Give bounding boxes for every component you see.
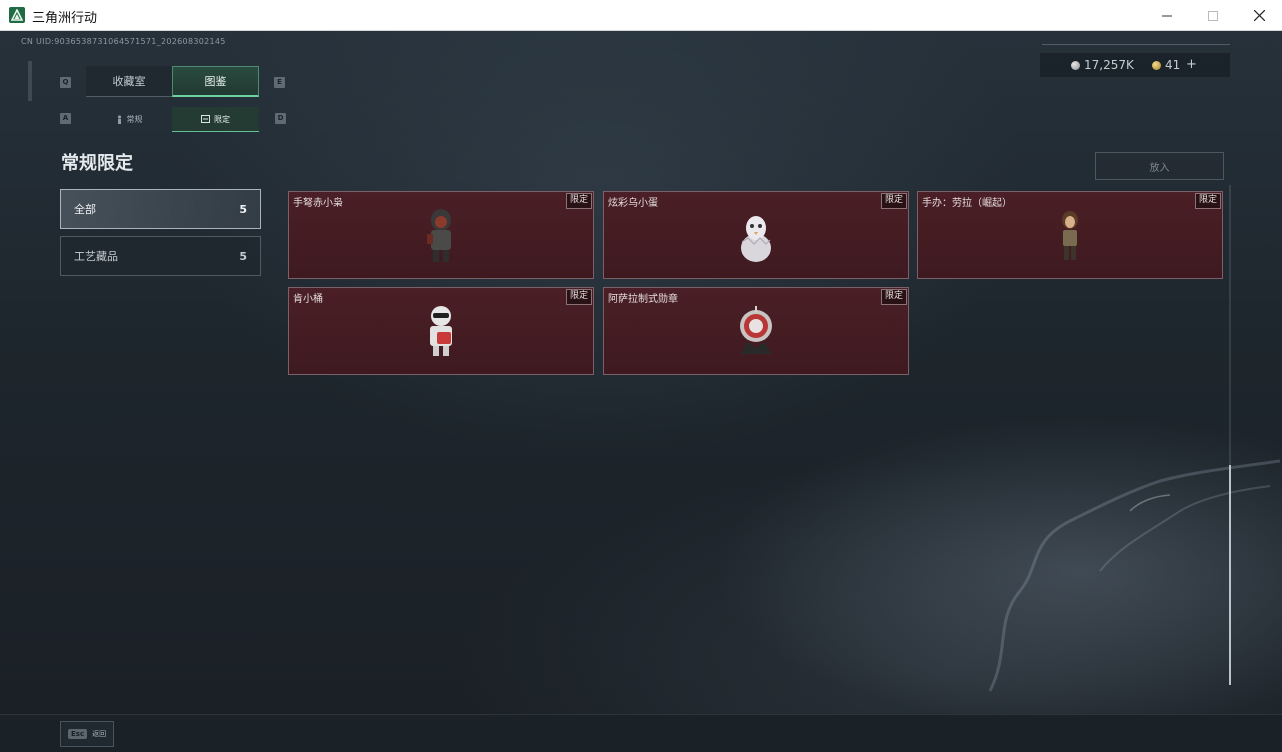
- collectible-card[interactable]: 手办：劳拉（崛起） 限定: [917, 191, 1223, 279]
- collectible-card[interactable]: 肯小桶 限定: [288, 287, 594, 375]
- back-label: 返回: [92, 730, 107, 738]
- back-button[interactable]: Esc 返回: [60, 721, 114, 747]
- card-name: 肯小桶: [293, 294, 323, 305]
- decor-edge: [28, 61, 32, 101]
- limited-badge: 限定: [880, 289, 907, 305]
- medal-icon: [740, 306, 772, 354]
- currency-bar: [1040, 53, 1230, 77]
- sidebar-item-count: 5: [239, 202, 247, 216]
- top-divider: [1042, 44, 1230, 45]
- limited-badge: 限定: [1194, 193, 1221, 209]
- game-viewport: CN UID:9036538731064571571_202608302145 …: [0, 31, 1282, 714]
- app-logo-icon: [9, 7, 25, 23]
- sidebar-item-label: 全部: [74, 203, 96, 216]
- limited-badge: 限定: [880, 193, 907, 209]
- subtab-limited[interactable]: 限定: [172, 107, 259, 132]
- card-name: 阿萨拉制式勋章: [608, 294, 678, 305]
- sidebar-item-label: 工艺藏品: [74, 250, 118, 263]
- subtab-limited-label: 限定: [214, 114, 230, 124]
- tab-gallery[interactable]: 图鉴: [172, 66, 259, 97]
- key-hint-d: D: [275, 113, 286, 124]
- close-button[interactable]: [1236, 0, 1282, 31]
- esc-key-hint: Esc: [68, 729, 88, 739]
- maximize-button[interactable]: [1190, 0, 1236, 31]
- sidebar-item-count: 5: [239, 249, 247, 263]
- silver-coin-icon: [1071, 61, 1080, 70]
- egg-bird-icon: [741, 216, 771, 262]
- user-uid: CN UID:9036538731064571571_202608302145: [21, 37, 226, 46]
- image-frame-icon: [201, 115, 210, 123]
- subtab-normal[interactable]: 常规: [86, 107, 172, 131]
- limited-badge: 限定: [565, 289, 592, 305]
- sidebar-item-all[interactable]: 全部 5: [60, 189, 261, 229]
- key-hint-q: Q: [60, 77, 71, 88]
- hooded-figure-icon: [427, 209, 451, 262]
- add-currency-button[interactable]: +: [1186, 57, 1197, 72]
- figure-icon: [117, 114, 121, 124]
- minimize-button[interactable]: [1144, 0, 1190, 31]
- background-mountain-ridge: [988, 459, 1280, 692]
- bucket-figure-icon: [430, 306, 452, 356]
- tab-gallery-label: 图鉴: [204, 75, 227, 88]
- collectible-card[interactable]: 阿萨拉制式勋章 限定: [603, 287, 909, 375]
- window-titlebar: 三角洲行动: [0, 0, 1282, 31]
- card-name: 手弩赤小枭: [293, 198, 343, 209]
- figurine-lara-icon: [1062, 211, 1078, 260]
- close-icon: [1253, 10, 1265, 21]
- scrollbar-track[interactable]: [1229, 185, 1231, 685]
- tab-collection-label: 收藏室: [112, 75, 146, 88]
- page-title: 常规限定: [61, 153, 133, 174]
- sidebar-item-craft-collectibles[interactable]: 工艺藏品 5: [60, 236, 261, 276]
- window-title: 三角洲行动: [32, 11, 98, 26]
- maximize-icon: [1208, 10, 1218, 21]
- scrollbar-thumb[interactable]: [1229, 465, 1231, 685]
- subtab-normal-label: 常规: [126, 114, 143, 124]
- card-name: 手办：劳拉（崛起）: [922, 198, 1012, 209]
- key-hint-e: E: [274, 77, 285, 88]
- place-button[interactable]: 放入: [1095, 152, 1224, 180]
- gold-amount: 41: [1165, 58, 1181, 72]
- key-hint-a: A: [60, 113, 71, 124]
- silver-amount: 17,257K: [1084, 58, 1134, 72]
- minimize-icon: [1162, 15, 1172, 16]
- footer-bar: Esc 返回: [0, 714, 1282, 752]
- gold-coin-icon: [1152, 61, 1161, 70]
- tab-collection[interactable]: 收藏室: [86, 66, 172, 97]
- card-name: 炫彩乌小蛋: [608, 198, 658, 209]
- collectible-card[interactable]: 手弩赤小枭 限定: [288, 191, 594, 279]
- collectible-card[interactable]: 炫彩乌小蛋 限定: [603, 191, 909, 279]
- limited-badge: 限定: [565, 193, 592, 209]
